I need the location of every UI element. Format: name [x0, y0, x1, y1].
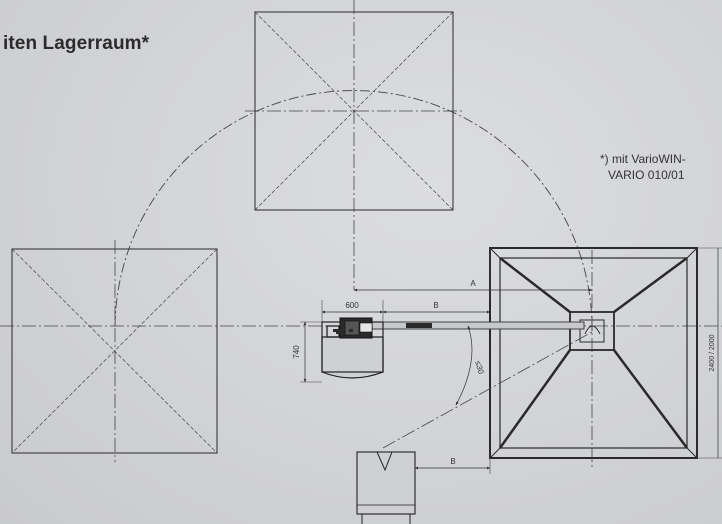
footnote-line-2: VARIO 010/01 [608, 168, 685, 182]
dimension-right-label: 2400 / 2000 [709, 334, 716, 371]
footnote-line-1: *) mit VarioWIN- [600, 152, 686, 166]
dimension-b-bottom-label: B [450, 457, 455, 466]
storage-room-left [11, 240, 218, 462]
boiler-unit [321, 317, 384, 379]
drawing-title: iten Lagerraum* [3, 33, 150, 54]
dimension-600-label: 600 [345, 301, 359, 310]
dimension-740-label: 740 [292, 345, 301, 359]
storage-room-right [489, 247, 698, 470]
conveyor-auger [371, 321, 585, 330]
dimension-b-top-label: B [433, 301, 438, 310]
sweep-arc [114, 90, 593, 333]
storage-room-top [245, 0, 463, 290]
angle-30-label: ≤30 [473, 360, 485, 376]
angle-30-indicator [382, 325, 593, 449]
boiler-unit-bottom [356, 451, 416, 524]
dimension-a-label: A [470, 279, 476, 288]
dimension-740 [300, 321, 322, 383]
dimension-b-bottom [414, 458, 491, 474]
